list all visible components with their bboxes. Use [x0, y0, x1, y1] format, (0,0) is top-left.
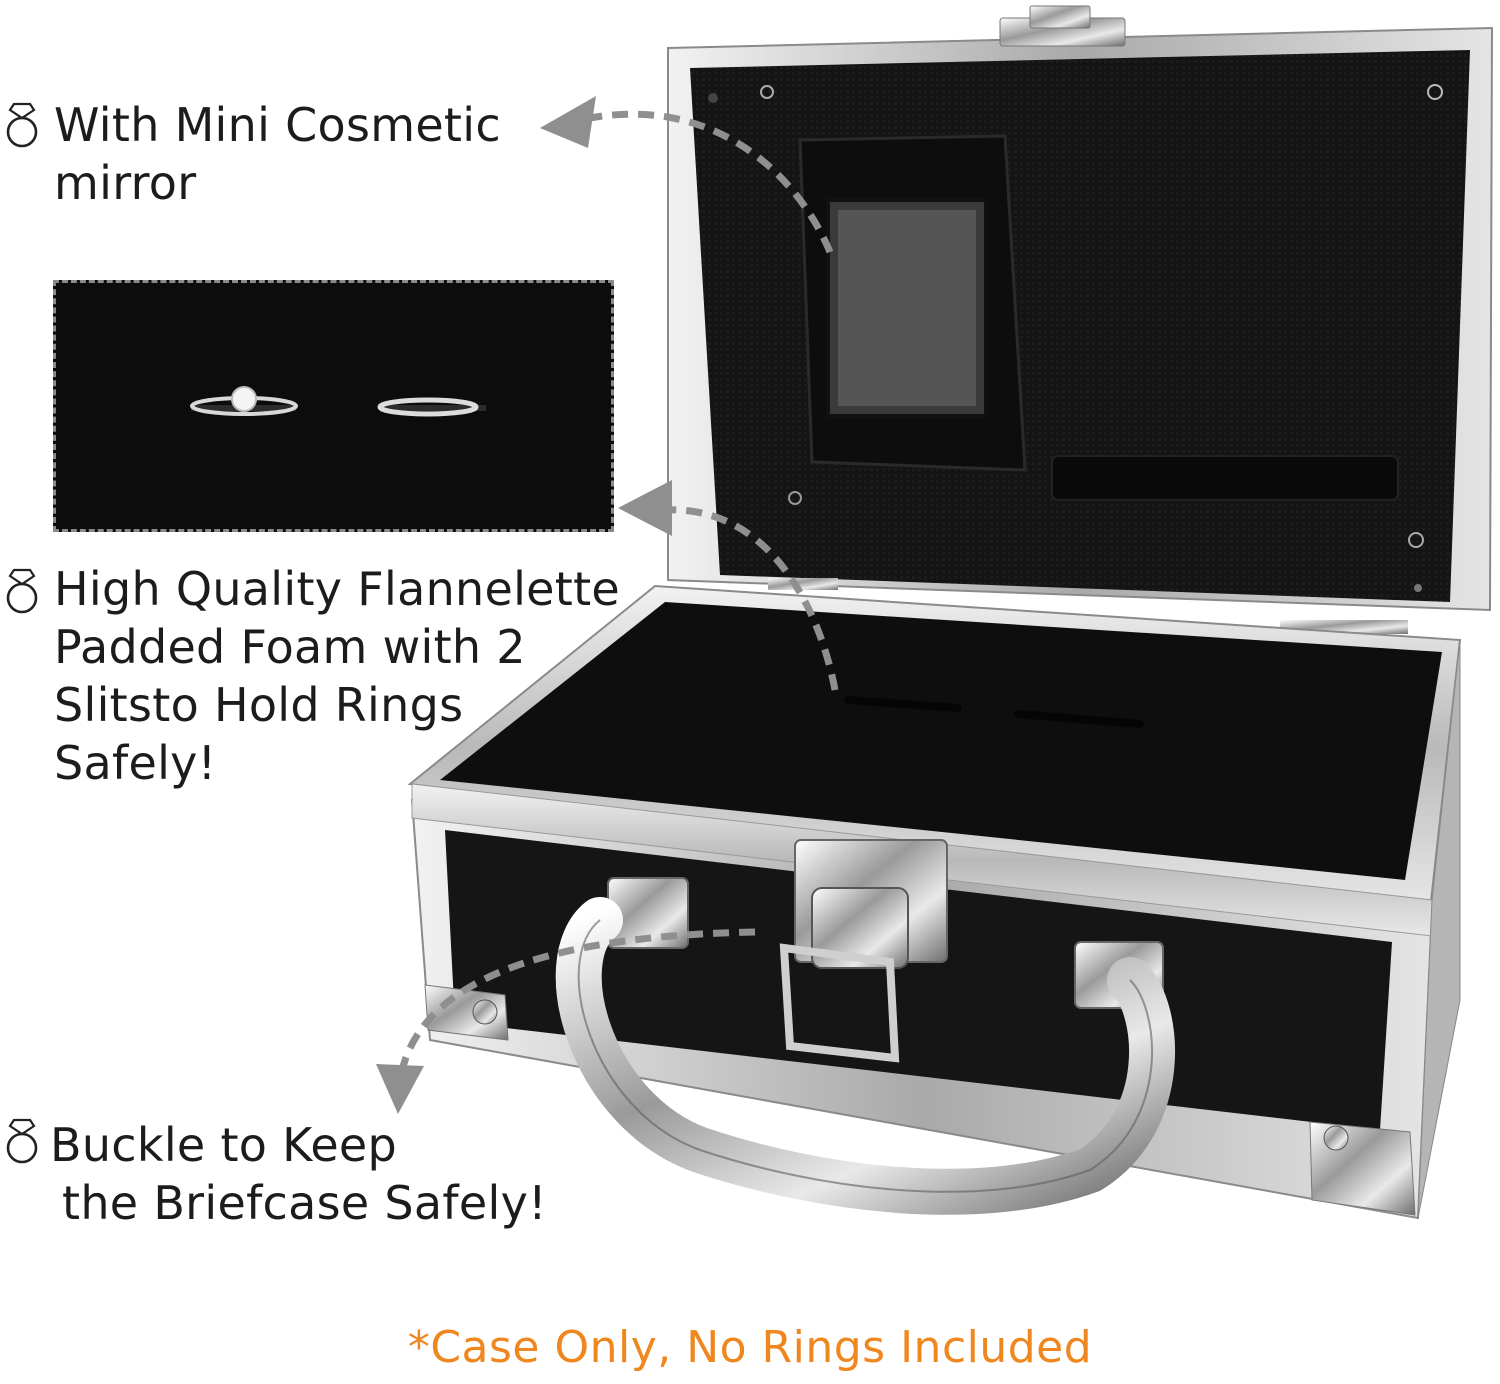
arrow-to-foam — [664, 506, 839, 691]
feature-line: Slitsto Hold Rings — [54, 678, 464, 732]
feature-buckle: Buckle to Keep the Briefcase Safely! — [50, 1116, 547, 1232]
lid-strap — [1051, 455, 1399, 501]
disclaimer-text: *Case Only, No Rings Included — [407, 1322, 1093, 1373]
feature-line: Buckle to Keep — [50, 1118, 398, 1172]
feature-line: Padded Foam with 2 — [54, 620, 526, 674]
arrowheads — [376, 96, 672, 1114]
ring-icon — [6, 102, 38, 148]
feature-line: the Briefcase Safely! — [62, 1176, 547, 1230]
rings-in-foam-image — [190, 386, 486, 417]
cosmetic-mirror — [798, 134, 1027, 472]
case-handle — [555, 877, 1176, 1215]
case-lid — [667, 5, 1494, 612]
ring-icon — [6, 568, 38, 614]
arrow-head-buckle — [376, 1064, 424, 1114]
feature-mirror: With Mini Cosmetic mirror — [54, 96, 501, 212]
feature-line: mirror — [54, 156, 197, 210]
ring-icon — [6, 1118, 38, 1164]
arrow-to-buckle — [396, 928, 756, 1081]
feature-line: Safely! — [54, 736, 217, 790]
feature-line: With Mini Cosmetic — [54, 98, 501, 152]
buckle-latch — [779, 839, 948, 1063]
feature-line: High Quality Flannelette — [54, 562, 621, 616]
callout-arrows — [396, 110, 839, 1081]
arrow-head-foam — [618, 480, 672, 536]
hinge — [768, 578, 838, 590]
arrow-to-mirror — [589, 110, 834, 254]
foam-detail-inset — [53, 280, 614, 532]
feature-foam: High Quality Flannelette Padded Foam wit… — [54, 560, 620, 792]
arrow-head-mirror — [540, 96, 596, 148]
